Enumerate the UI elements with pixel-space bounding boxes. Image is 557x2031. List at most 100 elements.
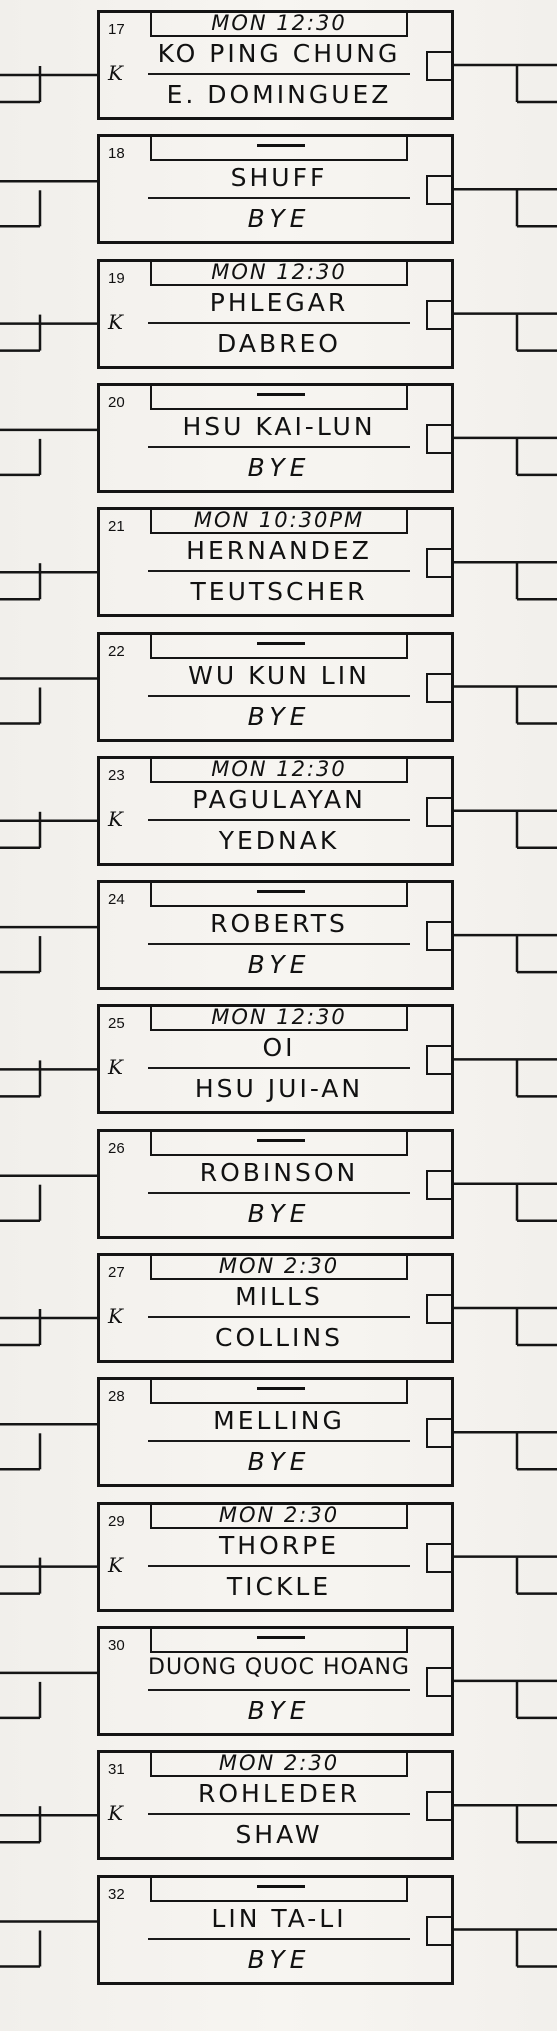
player-divider bbox=[148, 570, 410, 573]
match-time bbox=[150, 1128, 408, 1156]
player-divider bbox=[148, 1564, 410, 1567]
player-1-name: ROBERTS bbox=[210, 909, 348, 939]
winner-box bbox=[426, 299, 454, 330]
player-2-name: BYE bbox=[247, 204, 311, 234]
player-divider bbox=[148, 321, 410, 324]
match-time bbox=[150, 134, 408, 162]
handwritten-mark: K bbox=[108, 1552, 123, 1577]
match-number: 32 bbox=[108, 1885, 125, 1903]
match-number: 23 bbox=[108, 766, 125, 784]
match-time: MON 12:30 bbox=[150, 755, 408, 783]
player-1-name: OI bbox=[262, 1033, 296, 1063]
match-number: 22 bbox=[108, 642, 125, 660]
player-divider bbox=[148, 1067, 410, 1070]
winner-box bbox=[426, 1542, 454, 1573]
player-2-name: E. DOMINGUEZ bbox=[166, 80, 392, 109]
winner-box bbox=[426, 548, 454, 579]
winner-box bbox=[426, 1294, 454, 1324]
match-time: MON 2:30 bbox=[150, 1501, 408, 1529]
match-number: 31 bbox=[108, 1761, 125, 1779]
match-number: 28 bbox=[108, 1388, 125, 1406]
winner-box bbox=[426, 175, 454, 206]
player-divider bbox=[148, 1440, 410, 1443]
winner-box bbox=[426, 423, 454, 454]
player-1-name: DUONG QUOC HOANG bbox=[148, 1654, 410, 1680]
match-number: 20 bbox=[108, 393, 125, 411]
player-divider bbox=[148, 1191, 410, 1194]
player-divider bbox=[148, 1813, 410, 1816]
handwritten-mark: K bbox=[108, 61, 123, 85]
match-time bbox=[150, 1377, 408, 1405]
handwritten-mark: K bbox=[108, 1801, 123, 1826]
player-1-name: MELLING bbox=[213, 1406, 345, 1436]
match-time bbox=[150, 1625, 408, 1653]
match-time: MON 12:30 bbox=[150, 258, 408, 286]
match-time: MON 2:30 bbox=[150, 1750, 408, 1778]
player-2-name: BYE bbox=[247, 1447, 311, 1477]
winner-box bbox=[426, 1418, 454, 1449]
player-2-name: YEDNAK bbox=[218, 825, 340, 855]
player-divider bbox=[148, 1937, 410, 1940]
match-time bbox=[150, 880, 408, 908]
winner-box bbox=[426, 51, 454, 81]
match-number: 19 bbox=[108, 269, 125, 287]
player-divider bbox=[148, 445, 410, 448]
match-number: 18 bbox=[108, 145, 125, 163]
player-1-name: WU KUN LIN bbox=[188, 660, 370, 690]
player-divider bbox=[148, 1688, 410, 1691]
player-1-name: ROBINSON bbox=[199, 1157, 359, 1187]
player-divider bbox=[148, 943, 410, 946]
player-2-name: HSU JUI-AN bbox=[194, 1074, 364, 1104]
match-box: 22 WU KUN LIN BYE bbox=[97, 631, 454, 742]
handwritten-mark: K bbox=[108, 1055, 123, 1080]
player-2-name: TICKLE bbox=[226, 1571, 332, 1601]
player-2-name: BYE bbox=[247, 1944, 311, 1974]
player-divider bbox=[148, 818, 410, 821]
player-2-name: DABREO bbox=[217, 328, 341, 358]
player-divider bbox=[148, 694, 410, 697]
winner-box bbox=[426, 1666, 454, 1697]
winner-box bbox=[426, 796, 454, 827]
winner-box bbox=[426, 921, 454, 952]
player-divider bbox=[148, 73, 410, 75]
match-time bbox=[150, 1874, 408, 1902]
match-number: 25 bbox=[108, 1015, 125, 1033]
player-2-name: BYE bbox=[247, 1695, 311, 1725]
winner-box bbox=[426, 1915, 454, 1946]
player-divider bbox=[148, 197, 410, 200]
player-2-name: TEUTSCHER bbox=[190, 577, 368, 607]
match-time: MON 2:30 bbox=[150, 1253, 408, 1280]
player-2-name: BYE bbox=[247, 452, 311, 482]
player-2-name: BYE bbox=[247, 701, 311, 731]
player-1-name: HERNANDEZ bbox=[186, 536, 372, 566]
winner-box bbox=[426, 1045, 454, 1076]
match-number: 30 bbox=[108, 1636, 125, 1654]
player-1-name: PHLEGAR bbox=[209, 287, 349, 317]
player-1-name: SHUFF bbox=[230, 163, 328, 193]
handwritten-mark: K bbox=[108, 1304, 123, 1328]
player-1-name: THORPE bbox=[219, 1530, 339, 1560]
player-1-name: MILLS bbox=[235, 1282, 323, 1311]
player-2-name: BYE bbox=[247, 1198, 311, 1228]
player-1-name: ROHLEDER bbox=[198, 1779, 360, 1809]
match-number: 29 bbox=[108, 1512, 125, 1530]
winner-box bbox=[426, 1169, 454, 1200]
match-number: 17 bbox=[108, 21, 125, 38]
player-2-name: COLLINS bbox=[215, 1323, 343, 1352]
player-2-name: SHAW bbox=[235, 1820, 323, 1850]
handwritten-mark: K bbox=[108, 806, 123, 831]
